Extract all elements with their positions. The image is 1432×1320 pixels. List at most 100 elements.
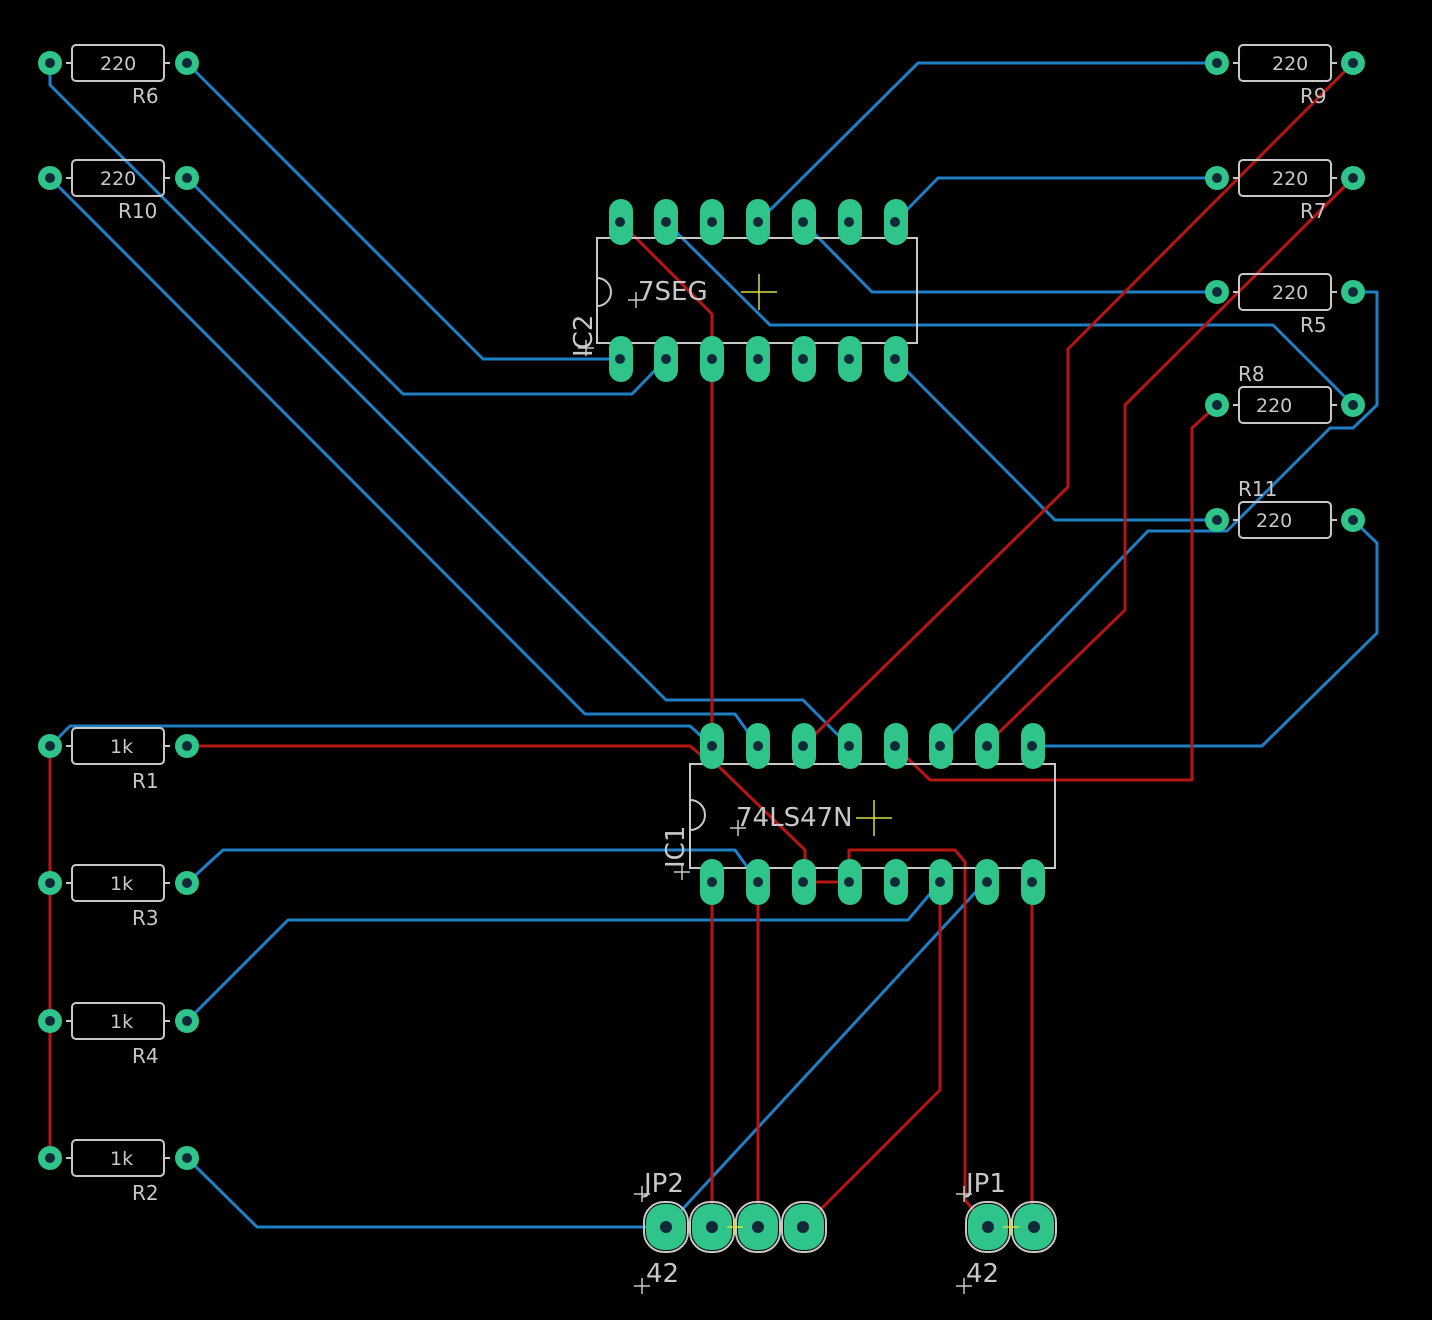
drill-hole <box>1212 173 1222 183</box>
trace-r5-to-ic2[interactable] <box>801 220 1219 294</box>
drill-hole <box>982 1221 994 1233</box>
resistor-name: R3 <box>132 906 159 930</box>
resistor-value: 1k <box>110 1148 133 1170</box>
drill-hole <box>844 877 854 887</box>
resistor-value: 1k <box>110 873 133 895</box>
resistor-r3[interactable]: 1k R3 <box>38 864 199 930</box>
resistor-r7[interactable]: 220 R7 <box>1205 159 1365 223</box>
resistor-name: R5 <box>1300 313 1327 337</box>
jp1-header[interactable]: JP1 42 <box>956 1169 1057 1294</box>
drill-hole <box>798 354 808 364</box>
drill-hole <box>45 878 55 888</box>
resistor-name: R11 <box>1238 477 1277 501</box>
drill-hole <box>182 1016 192 1026</box>
drill-hole <box>982 741 992 751</box>
ic1-value-label: 74LS47N <box>736 803 853 833</box>
trace-r4-to-ic1[interactable] <box>185 880 942 1023</box>
trace-ic2-to-r8[interactable] <box>664 220 1355 407</box>
resistor-value: 220 <box>1256 395 1292 417</box>
drill-hole <box>707 354 717 364</box>
drill-hole <box>753 354 763 364</box>
drill-hole <box>752 1221 764 1233</box>
trace-r10-to-ic2[interactable] <box>185 176 668 396</box>
drill-hole <box>45 58 55 68</box>
drill-hole <box>1348 287 1358 297</box>
jp2-value-label: 42 <box>646 1259 679 1289</box>
ic2-name-label: IC2 <box>569 315 599 357</box>
trace-r9-to-ic1[interactable] <box>801 61 1355 748</box>
drill-hole <box>935 877 945 887</box>
drill-hole <box>182 173 192 183</box>
resistor-name: R7 <box>1300 199 1327 223</box>
trace-r9-to-ic2[interactable] <box>756 61 1219 224</box>
ic2-footprint[interactable]: 7SEG IC2 <box>569 199 918 382</box>
trace-r7-to-ic2[interactable] <box>893 176 1219 224</box>
trace-r3-to-ic1[interactable] <box>185 848 760 885</box>
drill-hole <box>798 877 808 887</box>
drill-hole <box>844 217 854 227</box>
resistor-r8[interactable]: 220 R8 <box>1205 362 1365 424</box>
ic1-footprint[interactable]: 74LS47N IC1 <box>661 723 1056 905</box>
drill-hole <box>1027 741 1037 751</box>
resistor-value: 220 <box>100 53 136 75</box>
jp1-pins <box>965 1201 1057 1253</box>
trace-r6-to-ic2[interactable] <box>185 61 622 361</box>
drill-hole <box>707 877 717 887</box>
drill-hole <box>707 217 717 227</box>
ic1-drill-holes <box>707 741 1037 887</box>
trace-jp2-to-ic1[interactable] <box>664 880 987 1229</box>
drill-hole <box>1212 58 1222 68</box>
drill-hole <box>182 878 192 888</box>
drill-hole <box>1348 515 1358 525</box>
drill-hole <box>798 217 808 227</box>
drill-hole <box>615 354 625 364</box>
drill-hole <box>615 217 625 227</box>
trace-r8-to-ic1[interactable] <box>893 403 1219 782</box>
trace-r11-to-ic1[interactable] <box>1030 518 1379 748</box>
drill-hole <box>1348 58 1358 68</box>
drill-hole <box>935 741 945 751</box>
drill-hole <box>1027 877 1037 887</box>
resistor-r9[interactable]: 220 R9 <box>1205 44 1365 108</box>
trace-r10-left-to-ic1[interactable] <box>48 176 760 748</box>
trace-r2-to-jp2[interactable] <box>185 1156 668 1229</box>
drill-hole <box>45 173 55 183</box>
trace-ic2-to-r11[interactable] <box>893 357 1219 522</box>
resistor-r2[interactable]: 1k R2 <box>38 1139 199 1205</box>
drill-hole <box>798 741 808 751</box>
drill-hole <box>890 354 900 364</box>
resistor-r6[interactable]: 220 R6 <box>38 44 199 108</box>
resistor-r10[interactable]: 220 R10 <box>38 159 199 223</box>
resistor-r1[interactable]: 1k R1 <box>38 727 199 793</box>
drill-hole <box>1212 400 1222 410</box>
ic1-origin-cross <box>674 800 892 880</box>
trace-r5-r8-link[interactable] <box>938 290 1379 748</box>
resistor-value: 220 <box>100 168 136 190</box>
drill-hole <box>182 741 192 751</box>
jp1-value-label: 42 <box>966 1259 999 1289</box>
jp2-pins <box>643 1201 827 1253</box>
drill-hole <box>890 217 900 227</box>
ic2-origin-cross <box>578 274 777 356</box>
drill-hole <box>45 1153 55 1163</box>
resistor-r4[interactable]: 1k R4 <box>38 1002 199 1068</box>
drill-hole <box>661 354 671 364</box>
resistor-name: R2 <box>132 1181 159 1205</box>
resistor-value: 1k <box>110 736 133 758</box>
ic2-notch <box>596 277 612 307</box>
resistor-r5[interactable]: 220 R5 <box>1205 273 1365 337</box>
resistor-value: 1k <box>110 1011 133 1033</box>
ic1-notch <box>689 799 706 831</box>
drill-hole <box>707 741 717 751</box>
resistor-r11[interactable]: 220 R11 <box>1205 477 1365 539</box>
resistor-value: 220 <box>1272 168 1308 190</box>
trace-jp2-pin4[interactable] <box>801 880 942 1229</box>
ic1-outline <box>689 763 1056 869</box>
trace-r6-left-to-ic1[interactable] <box>48 61 851 748</box>
drill-hole <box>844 354 854 364</box>
resistor-name: R1 <box>132 769 159 793</box>
drill-hole <box>844 741 854 751</box>
jp2-header[interactable]: JP2 42 <box>634 1169 827 1294</box>
resistor-name: R8 <box>1238 362 1265 386</box>
